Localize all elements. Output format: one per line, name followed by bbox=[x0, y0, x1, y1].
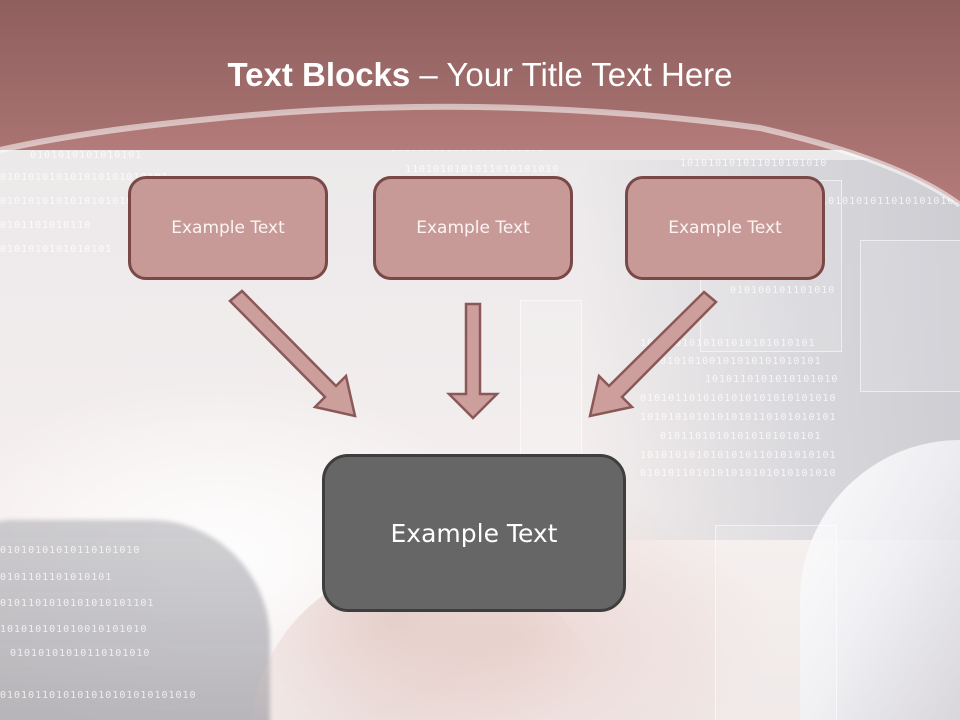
slide-title: Text Blocks – Your Title Text Here bbox=[0, 55, 960, 95]
text-block-2-label: Example Text bbox=[416, 218, 530, 238]
binary-text: 010101010101010101010101 bbox=[0, 196, 169, 207]
binary-text: 1101010101011010101010 bbox=[405, 164, 560, 175]
binary-text: 0101010101010101 bbox=[30, 150, 143, 161]
arrow-down-icon bbox=[445, 302, 501, 420]
binary-text: 0101101101010101 bbox=[0, 572, 113, 583]
binary-text: 1010110101010101010 bbox=[705, 374, 839, 385]
binary-text: 01011010101010101010101 bbox=[660, 431, 822, 442]
binary-text: 1010101010101010110101010101 bbox=[640, 412, 837, 423]
binary-text: 010101010101010101010101 bbox=[0, 172, 169, 183]
binary-text: 0101010101010101 bbox=[0, 244, 113, 255]
binary-text: 0101011010101010101010101010 bbox=[640, 393, 837, 404]
binary-text: 0101011010101010101010101010 bbox=[640, 468, 837, 479]
binary-text: 101010101010010101010 bbox=[0, 624, 148, 635]
binary-text: 0101101010110 bbox=[0, 220, 92, 231]
text-block-3[interactable]: Example Text bbox=[625, 176, 825, 280]
background-panel bbox=[715, 525, 837, 720]
binary-text: 01010101010110101010 bbox=[10, 648, 151, 659]
title-separator: – bbox=[410, 56, 447, 93]
arrow-down-left-icon bbox=[588, 290, 718, 418]
title-rest: Your Title Text Here bbox=[446, 56, 733, 93]
binary-text: 01010101010110101010 bbox=[0, 545, 141, 556]
background-panel bbox=[860, 240, 960, 392]
text-block-3-label: Example Text bbox=[668, 218, 782, 238]
binary-text: 1010101010101010110101010101 bbox=[640, 450, 837, 461]
arrow-down-right-icon bbox=[228, 289, 357, 418]
text-block-1[interactable]: Example Text bbox=[128, 176, 328, 280]
result-block[interactable]: Example Text bbox=[322, 454, 626, 612]
background-keyboard bbox=[0, 520, 270, 720]
binary-text: 01010100101010101010101 bbox=[660, 356, 822, 367]
binary-text: 010100101101010 bbox=[730, 285, 836, 296]
background-panel bbox=[520, 300, 582, 462]
binary-text: 1010101010101010101010101 bbox=[640, 338, 816, 349]
text-block-2[interactable]: Example Text bbox=[373, 176, 573, 280]
binary-text: 0101101010101010101101 bbox=[0, 598, 155, 609]
binary-text: 101010101011010101010 bbox=[680, 158, 828, 169]
text-block-1-label: Example Text bbox=[171, 218, 285, 238]
title-bold: Text Blocks bbox=[227, 56, 411, 93]
binary-text: 0101011010101010101010101010 bbox=[0, 690, 197, 701]
result-block-label: Example Text bbox=[390, 518, 558, 548]
